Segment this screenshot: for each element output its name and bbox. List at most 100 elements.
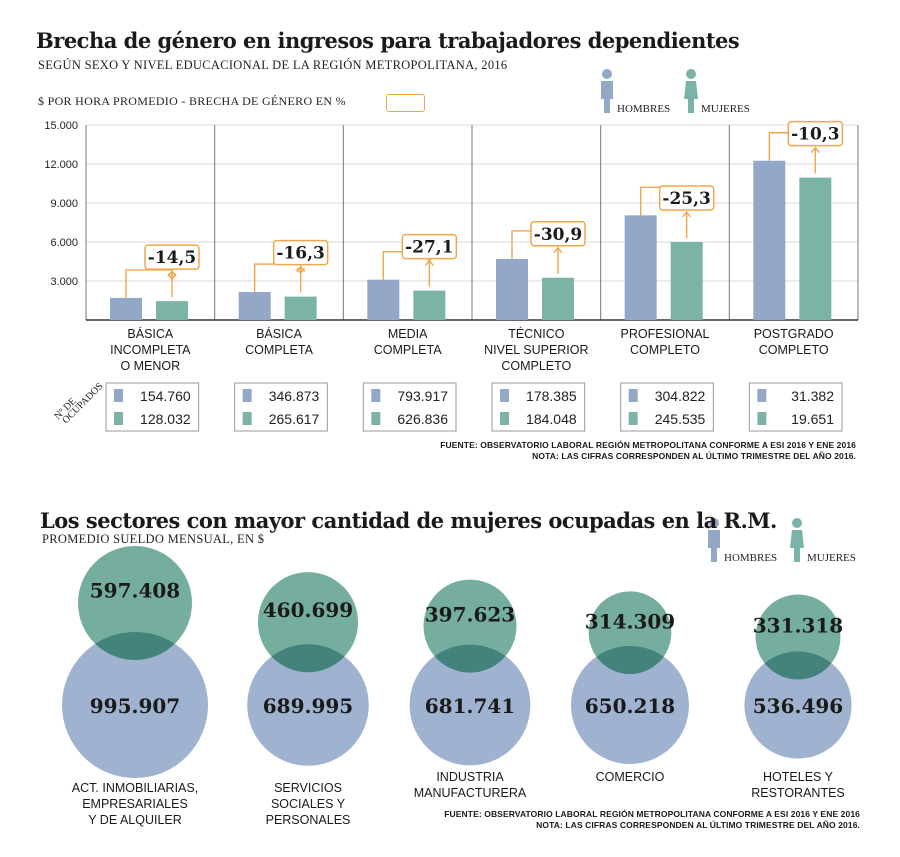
gap-value: -25,3 (662, 189, 710, 209)
category-label: PROFESIONAL (621, 327, 710, 341)
mujeres-icon-bottom (790, 518, 804, 562)
ocupados-mujeres-value: 128.032 (140, 411, 191, 427)
ocupados-hombres-value: 31.382 (791, 388, 834, 404)
sector-label: HOTELES Y (763, 770, 834, 784)
bubble-hombres (247, 644, 369, 766)
bubble-hombres-value: 681.741 (425, 694, 515, 718)
gap-arrow-head-up (167, 270, 177, 277)
bar-hombres (624, 215, 657, 320)
bubble-overlap (588, 646, 672, 675)
mujeres-icon (684, 69, 698, 113)
bubble-hombres (62, 632, 208, 778)
source-text: FUENTE: OBSERVATORIO LABORAL REGIÓN METR… (444, 809, 860, 819)
source-text: FUENTE: OBSERVATORIO LABORAL REGIÓN METR… (440, 440, 856, 450)
bubble-mujeres (78, 546, 192, 660)
ocupados-hombres-value: 346.873 (269, 388, 320, 404)
legend-text: $ POR HORA PROMEDIO - BRECHA DE GÉNERO E… (38, 94, 346, 108)
category-label: POSTGRADO (754, 327, 834, 341)
hombres-icon-bottom-label: HOMBRES (724, 552, 777, 564)
category-label: COMPLETO (759, 343, 829, 357)
category-label: TÉCNICO (508, 326, 565, 341)
ocupados-mujeres-swatch (371, 412, 381, 425)
bubble-mujeres-value: 460.699 (263, 598, 353, 622)
gap-value: -30,9 (534, 225, 582, 245)
sector-label: EMPRESARIALES (82, 797, 188, 811)
ocupados-mujeres-swatch (242, 412, 252, 425)
bar-mujeres (799, 177, 832, 320)
ocupados-mujeres-value: 626.836 (397, 411, 448, 427)
sector-label: RESTORANTES (751, 786, 845, 800)
bar-hombres (496, 258, 528, 320)
ocupados-mujeres-swatch (628, 412, 638, 425)
bubble-mujeres (257, 572, 359, 673)
bar-mujeres (156, 301, 188, 320)
gap-connector (125, 269, 173, 298)
ocupados-mujeres-swatch (114, 412, 123, 425)
gap-value: -27,1 (405, 238, 453, 258)
sector-label: Y DE ALQUILER (88, 813, 182, 827)
ocupados-mujeres-swatch (500, 412, 509, 425)
category-label: INCOMPLETA (110, 343, 191, 357)
gap-legend-box (386, 94, 425, 112)
gap-box (272, 239, 329, 266)
y-tick-label: 6.000 (50, 237, 78, 249)
bar-hombres (753, 160, 786, 320)
gap-box (144, 244, 200, 270)
chart-title-bottom: Los sectores con mayor cantidad de mujer… (40, 508, 777, 533)
category-label: COMPLETA (245, 343, 313, 357)
gap-arrow-head-up (424, 259, 434, 267)
sector-label: COMERCIO (596, 770, 665, 784)
ocupados-mujeres-value: 184.048 (526, 411, 577, 427)
ocupados-hombres-value: 304.822 (655, 388, 706, 404)
bar-hombres (110, 297, 142, 320)
gap-arrow-head-up (553, 246, 563, 254)
bar-hombres (238, 292, 271, 320)
bubble-hombres-value: 650.218 (585, 694, 675, 718)
category-label: MEDIA (388, 327, 428, 341)
bar-hombres (367, 279, 400, 320)
mujeres-icon-label: MUJERES (701, 103, 750, 115)
gap-box (658, 185, 715, 211)
gap-value: -16,3 (276, 244, 324, 264)
ocupados-hombres-swatch (500, 389, 509, 402)
note-text: NOTA: LAS CIFRAS CORRESPONDEN AL ÚLTIMO … (532, 451, 856, 461)
category-label: NIVEL SUPERIOR (484, 343, 588, 357)
bubble-hombres-value: 536.496 (753, 694, 843, 718)
source-note-bottom: FUENTE: OBSERVATORIO LABORAL REGIÓN METR… (444, 809, 860, 831)
source-note-top: FUENTE: OBSERVATORIO LABORAL REGIÓN METR… (440, 440, 856, 462)
y-tick-label: 9.000 (50, 198, 78, 210)
category-label: O MENOR (120, 359, 180, 373)
bar-mujeres (413, 290, 446, 320)
y-tick-label: 12.000 (44, 159, 78, 171)
gap-arrow-head-up (682, 210, 692, 218)
note-text: NOTA: LAS CIFRAS CORRESPONDEN AL ÚLTIMO … (536, 820, 860, 830)
bubble-hombres-value: 995.907 (90, 694, 180, 718)
ocupados-hombres-value: 178.385 (526, 388, 577, 404)
sector-label: ACT. INMOBILIARIAS, (72, 781, 198, 795)
sector-label: MANUFACTURERA (414, 786, 527, 800)
ocupados-hombres-swatch (242, 389, 252, 402)
hombres-icon-bottom (708, 518, 720, 562)
ocupados-mujeres-value: 19.651 (791, 411, 834, 427)
ocupados-hombres-value: 793.917 (397, 388, 448, 404)
gap-box (530, 221, 586, 247)
sector-label: SOCIALES Y (271, 797, 346, 811)
ocupados-hombres-swatch (757, 389, 767, 402)
bar-mujeres (542, 277, 574, 320)
gap-box (401, 233, 458, 260)
y-tick-label: 15.000 (44, 120, 78, 132)
bubble-overlap (423, 644, 517, 673)
bubble-hombres (744, 651, 852, 759)
ocupados-mujeres-swatch (757, 412, 767, 425)
chart-subtitle-top: SEGÚN SEXO Y NIVEL EDUCACIONAL DE LA REG… (38, 58, 508, 72)
bar-mujeres (670, 242, 703, 320)
hombres-icon (601, 69, 613, 113)
mujeres-icon-bottom-label: MUJERES (807, 552, 856, 564)
category-label: BÁSICA (127, 326, 174, 341)
sector-label: INDUSTRIA (436, 770, 504, 784)
ocupados-hombres-swatch (114, 389, 123, 402)
bubble-overlap (755, 651, 841, 680)
category-label: COMPLETO (501, 359, 571, 373)
bubble-mujeres-value: 331.318 (753, 614, 843, 638)
